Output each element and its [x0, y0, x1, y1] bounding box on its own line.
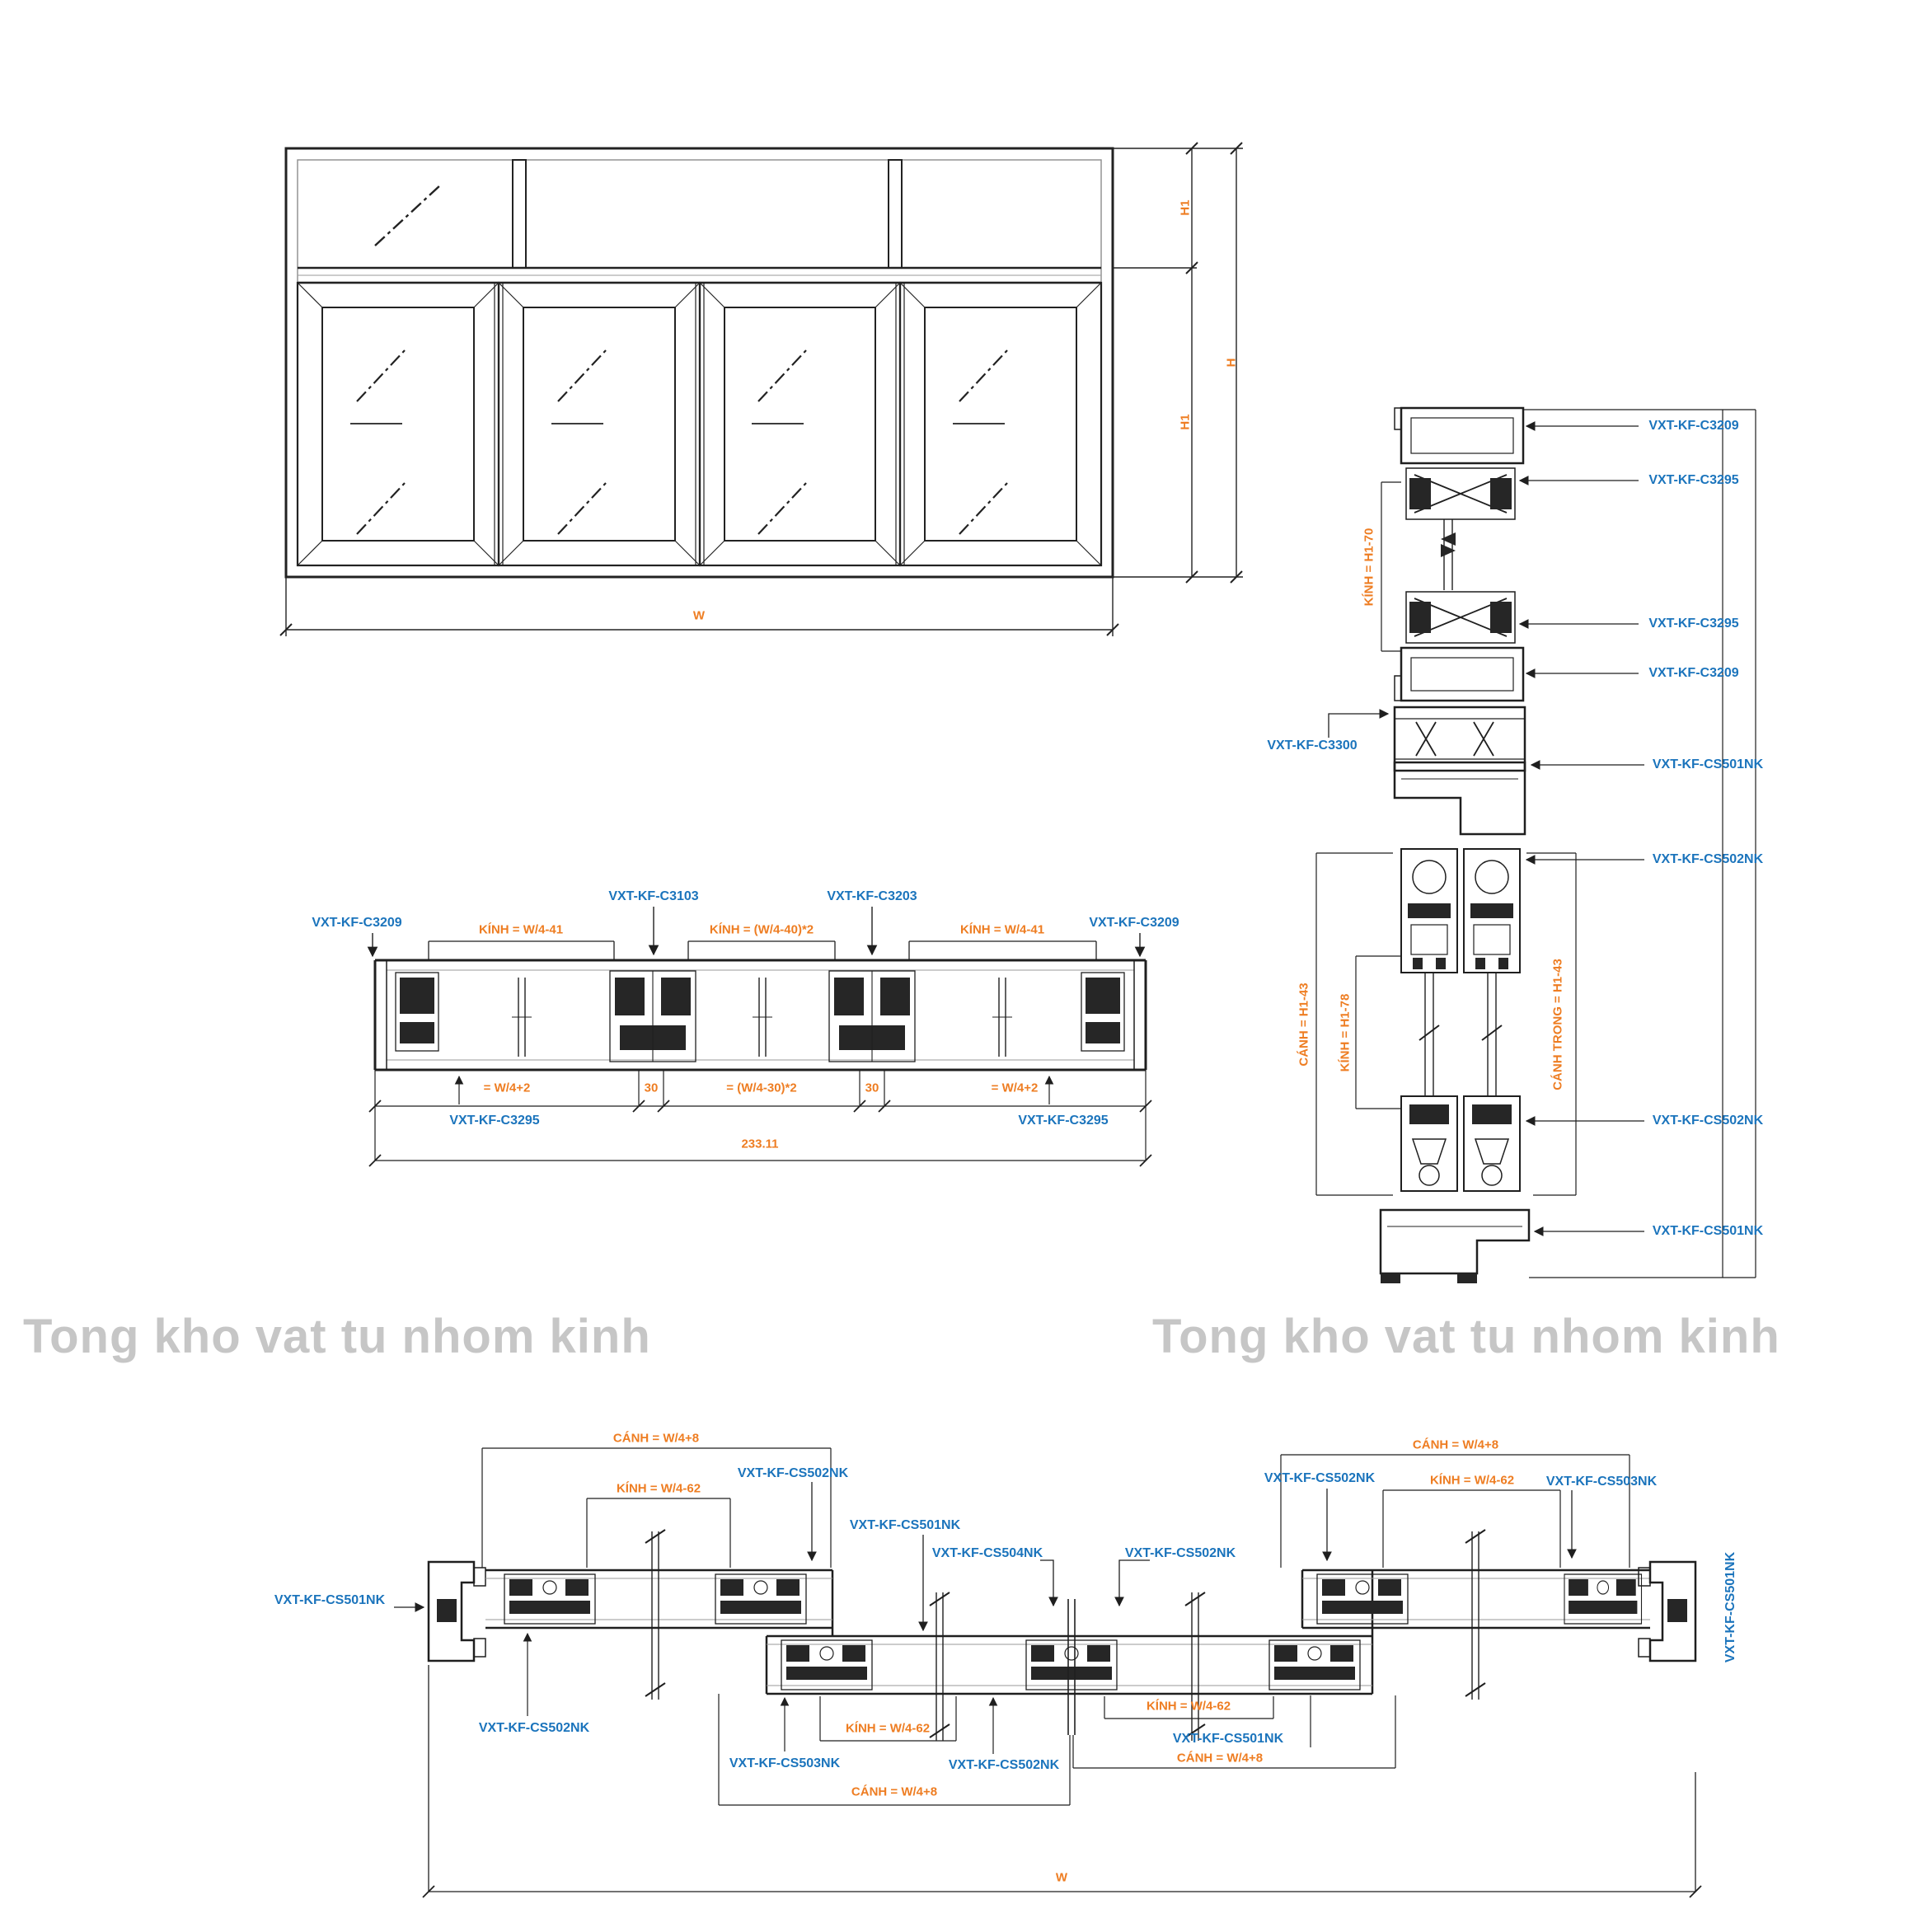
dim-kinh-bottom-right: KÍNH = W/4-62 — [1146, 1699, 1231, 1714]
dim-canh-top-left: CÁNH = W/4+8 — [612, 1431, 700, 1446]
label-c3209-sill: VXT-KF-C3209 — [1648, 666, 1739, 680]
dim-canh-bottom-left: CÁNH = W/4+8 — [851, 1784, 938, 1799]
label-c3209-right: VXT-KF-C3209 — [1089, 916, 1179, 930]
dim-w-overall: W — [692, 608, 706, 623]
dim-kinh-h1-sash: KÍNH = H1-78 — [1338, 993, 1353, 1072]
dim-kinh-bottom-center: KÍNH = W/4-62 — [845, 1721, 931, 1736]
label-cs502nk-top-left: VXT-KF-CS502NK — [737, 1466, 849, 1480]
label-c3103: VXT-KF-C3103 — [608, 889, 699, 903]
label-cs501nk-right-edge: VXT-KF-CS501NK — [1723, 1551, 1737, 1663]
dim-h-overall: H — [1224, 358, 1239, 368]
label-c3209-head: VXT-KF-C3209 — [1648, 419, 1739, 433]
plan-section-drawing — [367, 907, 1152, 1167]
label-cs502nk-bottom-left: VXT-KF-CS502NK — [478, 1721, 590, 1735]
label-cs502nk-lower: VXT-KF-CS502NK — [1652, 1114, 1764, 1128]
dim-kinh-top-left: KÍNH = W/4-62 — [616, 1481, 701, 1496]
label-cs501nk-mid-left: VXT-KF-CS501NK — [849, 1518, 961, 1532]
label-cs502nk-upper: VXT-KF-CS502NK — [1652, 852, 1764, 866]
label-c3295-lower: VXT-KF-C3295 — [1648, 617, 1739, 631]
label-cs502nk-top-right: VXT-KF-CS502NK — [1264, 1471, 1376, 1485]
label-c3203: VXT-KF-C3203 — [827, 889, 917, 903]
bottom-section-drawing — [394, 1447, 1702, 1898]
label-cs503nk-top-right: VXT-KF-CS503NK — [1545, 1475, 1658, 1489]
label-cs504nk: VXT-KF-CS504NK — [931, 1546, 1043, 1560]
dim-h1-bottom: H1 — [1178, 414, 1193, 430]
label-cs501nk-bottom-right: VXT-KF-CS501NK — [1172, 1732, 1284, 1746]
dim-chain-30-left: 30 — [644, 1081, 659, 1095]
dim-kinh-top-right: KÍNH = W/4-62 — [1429, 1473, 1515, 1488]
dim-canh-top-right: CÁNH = W/4+8 — [1412, 1437, 1499, 1452]
dim-canh-h1: CÁNH = H1-43 — [1297, 982, 1311, 1067]
label-cs501nk-sill: VXT-KF-CS501NK — [1652, 1224, 1764, 1238]
dim-chain-right: = W/4+2 — [991, 1081, 1039, 1095]
label-cs502nk-center: VXT-KF-CS502NK — [1124, 1546, 1236, 1560]
dim-canh-trong: CÁNH TRONG = H1-43 — [1550, 959, 1565, 1090]
label-c3295-left: VXT-KF-C3295 — [449, 1114, 540, 1128]
dim-h1-top: H1 — [1178, 199, 1193, 216]
label-cs502nk-bottom-mid: VXT-KF-CS502NK — [948, 1758, 1060, 1772]
dim-kinh-right: KÍNH = W/4-41 — [959, 922, 1045, 937]
dim-kinh-h1-top: KÍNH = H1-70 — [1362, 528, 1376, 607]
dim-kinh-center: KÍNH = (W/4-40)*2 — [709, 922, 814, 937]
vertical-section-drawing — [1315, 406, 1756, 1283]
label-c3295-upper: VXT-KF-C3295 — [1648, 473, 1739, 487]
label-c3300: VXT-KF-C3300 — [1267, 739, 1358, 753]
dim-total: 233.11 — [741, 1137, 779, 1151]
dim-chain-30-right: 30 — [865, 1081, 879, 1095]
dim-chain-left: = W/4+2 — [483, 1081, 531, 1095]
dim-w-bottom: W — [1055, 1870, 1068, 1885]
watermark-right: Tong kho vat tu nhom kinh — [1152, 1310, 1780, 1363]
label-cs501nk-head: VXT-KF-CS501NK — [1652, 757, 1764, 771]
label-cs503nk-bottom: VXT-KF-CS503NK — [729, 1756, 841, 1770]
label-c3209-left: VXT-KF-C3209 — [312, 916, 402, 930]
elevation-drawing — [279, 142, 1243, 636]
dim-canh-bottom-right: CÁNH = W/4+8 — [1176, 1751, 1264, 1766]
label-c3295-right: VXT-KF-C3295 — [1018, 1114, 1109, 1128]
label-cs501nk-left-edge: VXT-KF-CS501NK — [274, 1593, 386, 1607]
dim-chain-center: = (W/4-30)*2 — [726, 1081, 797, 1095]
watermark-left: Tong kho vat tu nhom kinh — [23, 1310, 651, 1363]
dim-kinh-left: KÍNH = W/4-41 — [478, 922, 564, 937]
